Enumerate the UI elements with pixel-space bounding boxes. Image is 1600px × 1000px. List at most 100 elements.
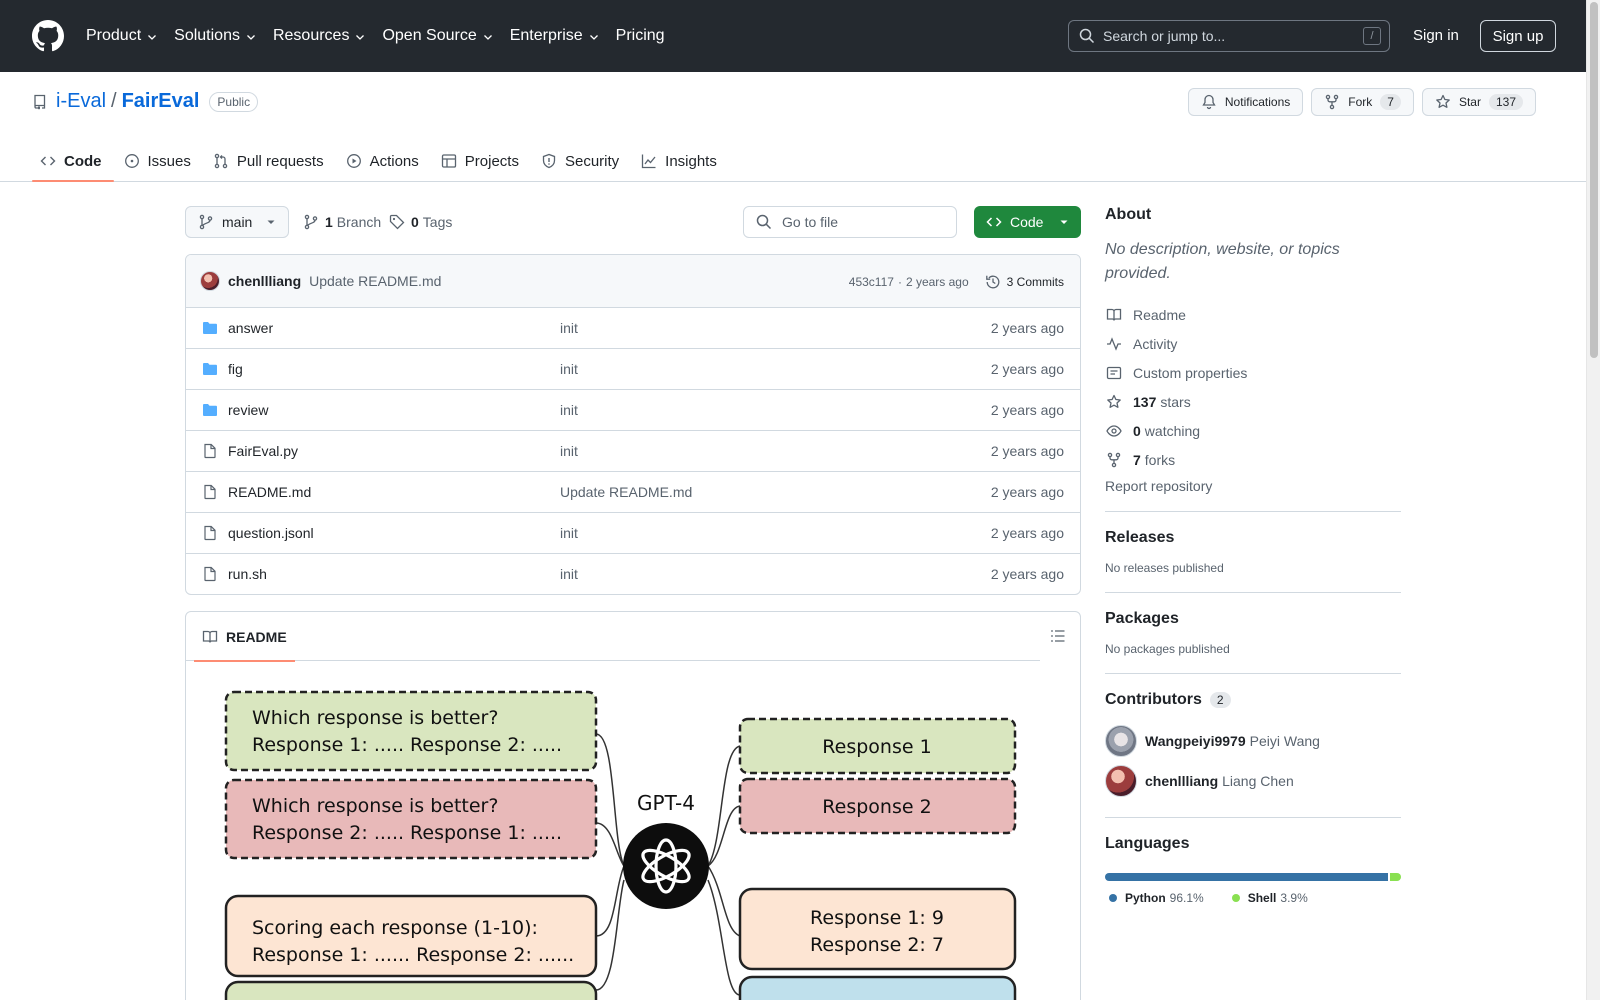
star-button[interactable]: Star 137 <box>1421 88 1536 116</box>
commit-author-link[interactable]: chenllliang <box>228 273 302 289</box>
sign-up-button[interactable]: Sign up <box>1480 20 1556 52</box>
tab-security[interactable]: Security <box>533 140 631 182</box>
nav-pricing-label: Pricing <box>615 27 665 44</box>
forks-count: 7 <box>1133 451 1141 468</box>
fork-button[interactable]: Fork 7 <box>1311 88 1414 116</box>
tab-insights[interactable]: Insights <box>633 140 729 182</box>
readme-header: README <box>186 612 1040 662</box>
custom-properties-link[interactable]: Custom properties <box>1105 358 1401 387</box>
file-name-link[interactable]: fig <box>228 361 243 377</box>
file-commit-date: 2 years ago <box>990 402 1064 418</box>
nav-solutions[interactable]: Solutions <box>174 27 257 45</box>
code-dropdown-button[interactable]: Code <box>974 206 1081 238</box>
go-to-file-input[interactable]: Go to file <box>743 206 957 238</box>
commits-history-link[interactable]: 3 Commits <box>985 274 1064 290</box>
repo-owner-link[interactable]: i-Eval <box>56 90 107 112</box>
watching-count: 0 <box>1133 422 1141 439</box>
contributor-item[interactable]: chenllliang Liang Chen <box>1105 765 1401 797</box>
releases-heading[interactable]: Releases <box>1105 529 1175 546</box>
file-commit-message-link[interactable]: init <box>560 320 578 336</box>
file-name-link[interactable]: run.sh <box>228 566 267 582</box>
nav-enterprise[interactable]: Enterprise <box>510 27 600 45</box>
report-repository-link[interactable]: Report repository <box>1105 478 1213 494</box>
contributors-heading[interactable]: Contributors <box>1105 691 1202 708</box>
stars-count: 137 <box>1133 393 1157 410</box>
tab-projects[interactable]: Projects <box>433 140 531 182</box>
commit-hash-link[interactable]: 453c117 <box>848 274 894 289</box>
avatar[interactable] <box>200 271 220 291</box>
file-name-link[interactable]: FairEval.py <box>228 443 299 459</box>
tab-code[interactable]: Code <box>32 140 114 182</box>
page-scrollbar[interactable] <box>1586 0 1600 1000</box>
file-toolbar: main 1 Branch 0 Tags Go to file Code <box>185 206 1081 238</box>
main-nav: Product Solutions Resources Open Source … <box>86 27 681 45</box>
nav-enterprise-label: Enterprise <box>509 27 583 44</box>
table-row[interactable]: fig init 2 years ago <box>186 349 1080 390</box>
issue-icon <box>124 154 139 168</box>
star-count: 137 <box>1488 94 1523 110</box>
stars-link[interactable]: 137 stars <box>1105 387 1401 416</box>
file-commit-message-link[interactable]: init <box>560 566 578 582</box>
nav-resources[interactable]: Resources <box>273 27 366 45</box>
branches-link[interactable]: 1 Branch <box>303 214 381 230</box>
github-logo-icon[interactable] <box>32 20 64 52</box>
sign-in-link[interactable]: Sign in <box>1413 27 1459 44</box>
branch-select-button[interactable]: main <box>185 206 289 238</box>
tab-pull-requests[interactable]: Pull requests <box>205 140 336 182</box>
nav-product[interactable]: Product <box>86 27 158 45</box>
global-search-input[interactable]: Search or jump to... / <box>1068 20 1390 52</box>
prompt-2-line-1: Which response is better? <box>252 795 498 817</box>
packages-heading[interactable]: Packages <box>1105 610 1179 627</box>
scrollbar-thumb[interactable] <box>1590 2 1598 358</box>
chevron-down-icon <box>483 35 492 40</box>
history-icon <box>985 275 1000 288</box>
readme-tab[interactable]: README <box>194 612 295 662</box>
file-name-link[interactable]: review <box>228 402 269 418</box>
file-name-link[interactable]: question.jsonl <box>228 525 314 541</box>
commit-time: 2 years ago <box>905 274 969 289</box>
repo-name-link[interactable]: FairEval <box>121 90 200 112</box>
activity-link[interactable]: Activity <box>1105 329 1401 358</box>
caret-down-icon <box>1060 220 1068 224</box>
notifications-button[interactable]: Notifications <box>1187 88 1304 116</box>
tab-actions[interactable]: Actions <box>338 140 431 182</box>
file-commit-message-link[interactable]: init <box>560 525 578 541</box>
fork-icon <box>1107 452 1121 467</box>
commit-message-link[interactable]: Update README.md <box>309 273 442 289</box>
contributor-item[interactable]: Wangpeiyi9979 Peiyi Wang <box>1105 725 1401 757</box>
watching-link[interactable]: 0 watching <box>1105 416 1401 445</box>
outline-list-icon[interactable] <box>1050 628 1066 644</box>
tab-issues[interactable]: Issues <box>116 140 203 182</box>
table-icon <box>441 154 456 168</box>
tags-link[interactable]: 0 Tags <box>389 214 452 230</box>
sidebar-divider <box>1105 817 1401 818</box>
file-commit-date: 2 years ago <box>990 361 1064 377</box>
prompt-3-line-1: Scoring each response (1-10): <box>252 917 538 939</box>
sidebar-divider <box>1105 592 1401 593</box>
file-browser: chenllliang Update README.md 453c117 · 2… <box>185 254 1081 595</box>
file-name-link[interactable]: README.md <box>228 484 312 500</box>
file-commit-message-link[interactable]: Update README.md <box>560 484 693 500</box>
file-commit-message-link[interactable]: init <box>560 443 578 459</box>
file-commit-message-link[interactable]: init <box>560 402 578 418</box>
readme-link[interactable]: Readme <box>1105 300 1401 329</box>
file-name-link[interactable]: answer <box>228 320 274 336</box>
chevron-down-icon <box>356 35 365 40</box>
sidebar-divider <box>1105 673 1401 674</box>
nav-pricing[interactable]: Pricing <box>616 27 665 45</box>
output-2-label: Response 2 <box>822 796 931 818</box>
forks-link[interactable]: 7 forks <box>1105 445 1401 474</box>
nav-open-source[interactable]: Open Source <box>382 27 493 45</box>
file-commit-message-link[interactable]: init <box>560 361 578 377</box>
nav-open-source-label: Open Source <box>382 27 477 44</box>
table-row[interactable]: review init 2 years ago <box>186 390 1080 431</box>
tab-pull-requests-label: Pull requests <box>236 152 324 170</box>
